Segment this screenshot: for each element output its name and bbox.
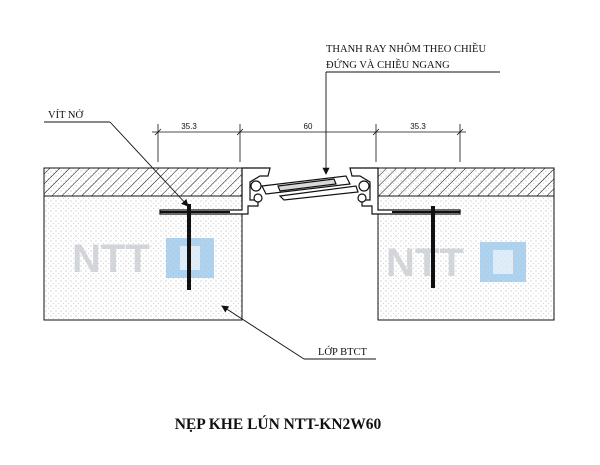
right-aluminum-profile bbox=[349, 167, 461, 215]
dimension-lines bbox=[152, 124, 466, 162]
watermark-left: NTT bbox=[72, 237, 214, 281]
joint-gap bbox=[242, 196, 378, 320]
diagram-title: NẸP KHE LÚN NTT-KN2W60 bbox=[175, 416, 382, 433]
screw-label: VÍT NỞ bbox=[48, 109, 84, 121]
cover-plate bbox=[261, 175, 359, 201]
dimension-middle: 60 bbox=[304, 122, 313, 131]
watermark-right: NTT bbox=[386, 241, 526, 285]
svg-text:NTT: NTT bbox=[386, 241, 464, 285]
concrete-label: LỚP BTCT bbox=[318, 346, 367, 358]
rail-label-line1: THANH RAY NHÔM THEO CHIỀU bbox=[326, 42, 486, 55]
right-anchor-bolt bbox=[431, 206, 435, 288]
left-aluminum-profile bbox=[159, 167, 271, 215]
rail-label-line2: ĐỨNG VÀ CHIỀU NGANG bbox=[326, 58, 450, 71]
dimension-right: 35.3 bbox=[410, 122, 426, 131]
left-anchor-bolt bbox=[187, 204, 191, 290]
svg-text:NTT: NTT bbox=[72, 237, 150, 281]
dimension-left: 35.3 bbox=[181, 122, 197, 131]
